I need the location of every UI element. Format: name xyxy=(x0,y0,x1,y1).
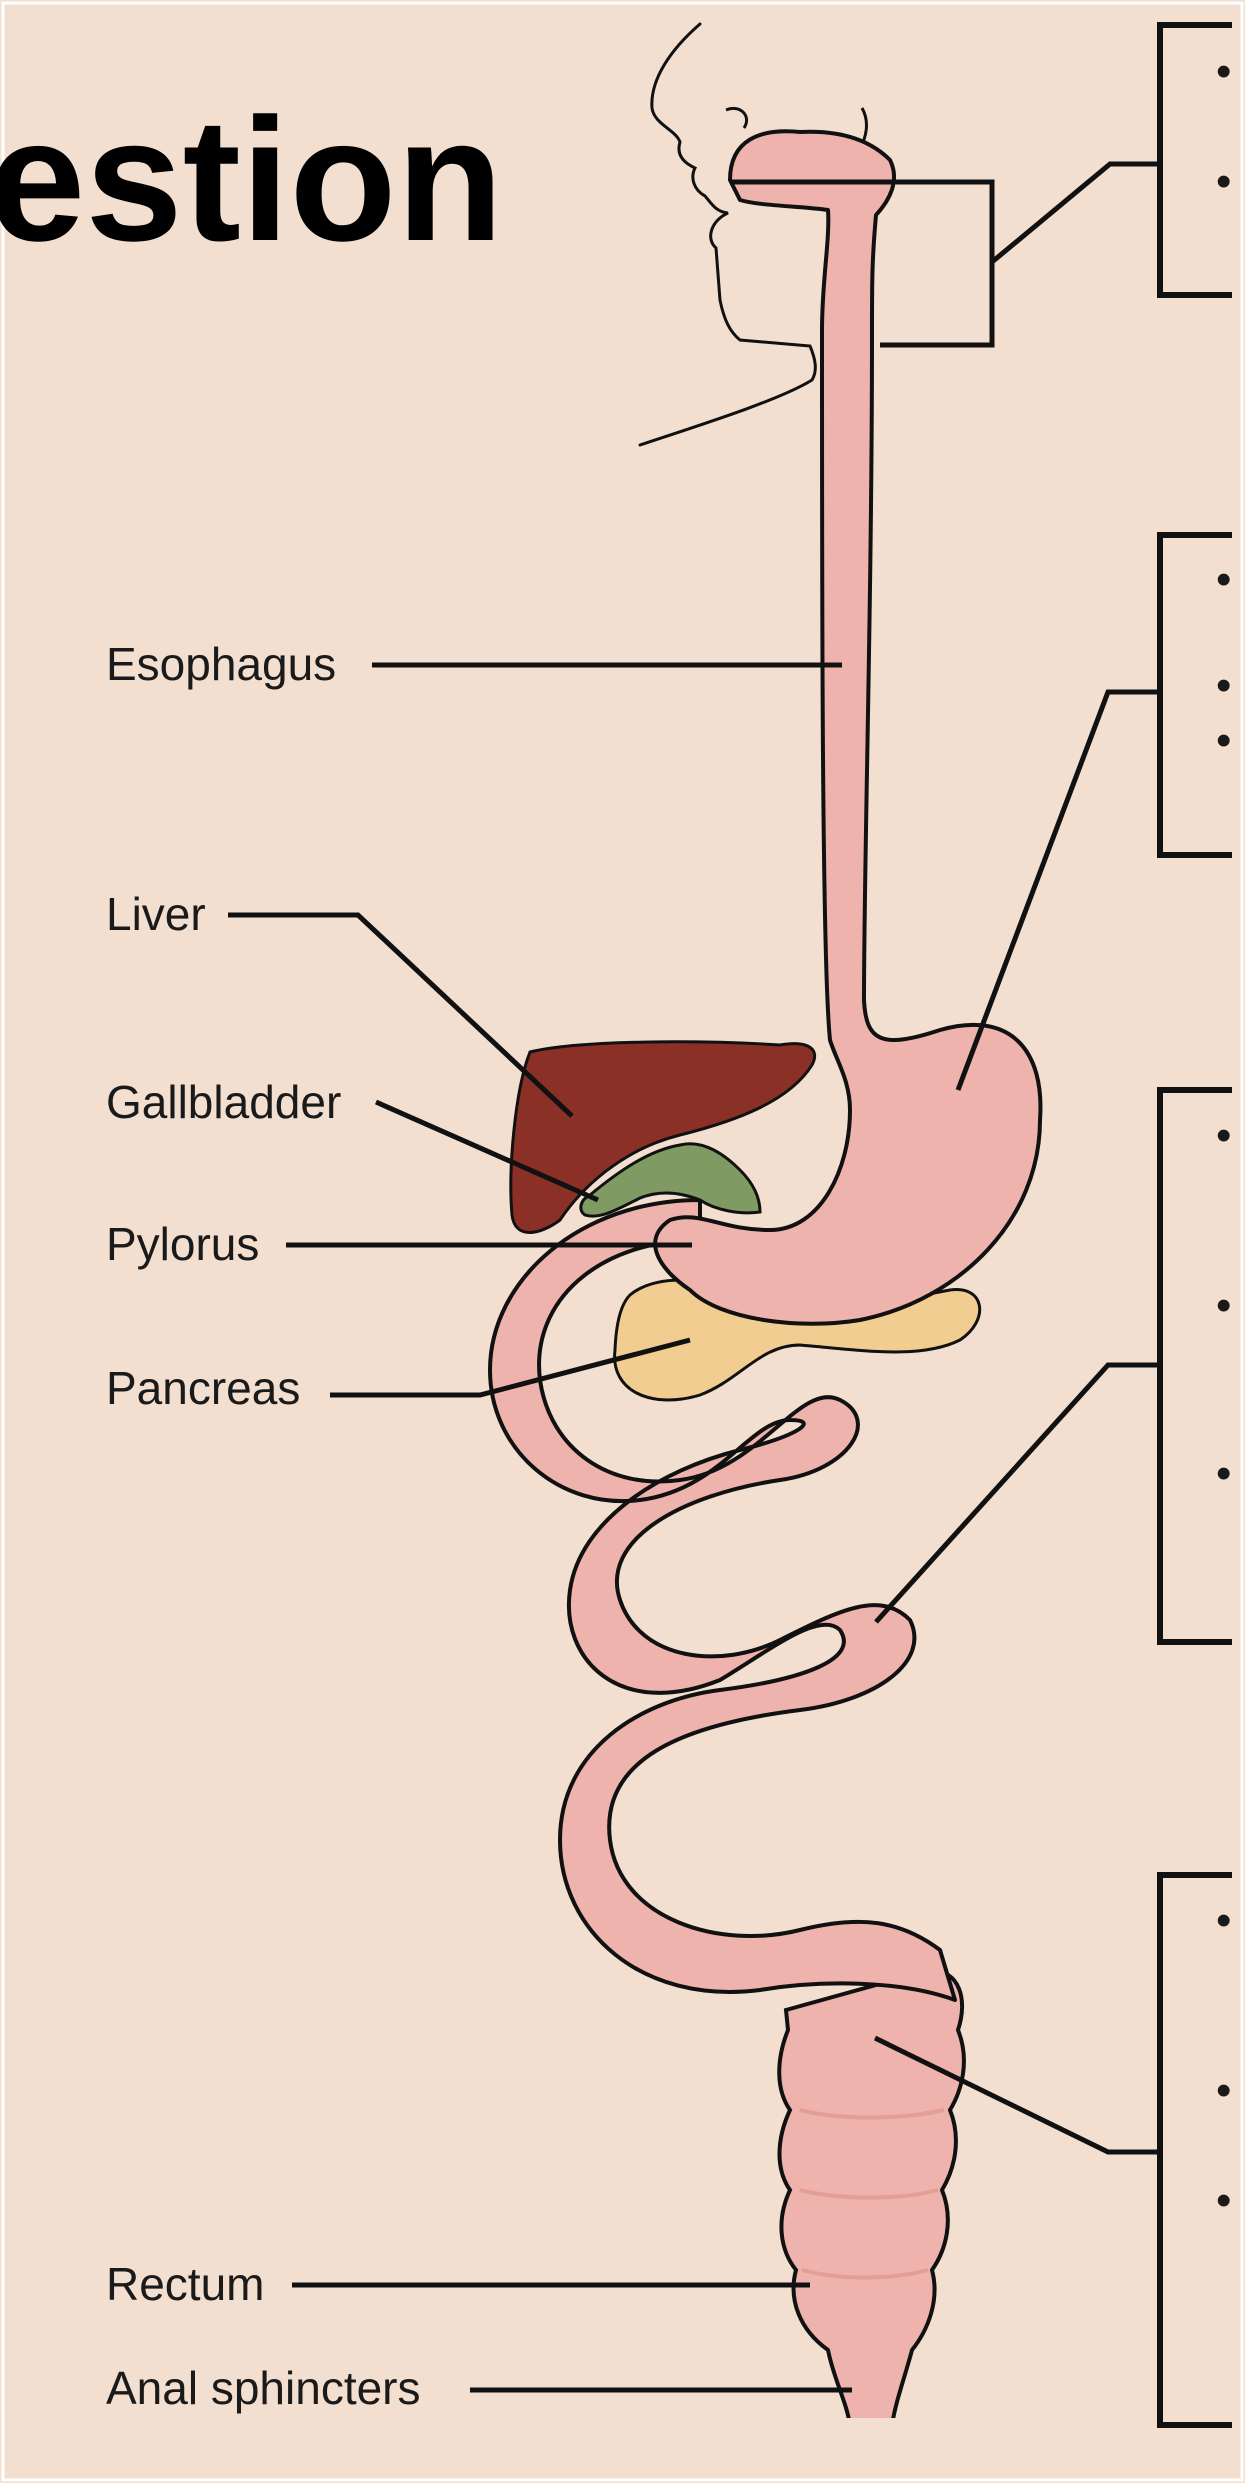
esophagus-and-stomach xyxy=(655,131,1040,1323)
bullet: • xyxy=(1216,1896,1231,1945)
label-rectum: Rectum xyxy=(106,2258,264,2310)
bullet: • xyxy=(1216,555,1231,604)
small-intestine-leader-line xyxy=(876,1365,1160,1622)
mouth-leader-line xyxy=(992,164,1160,262)
bullet: • xyxy=(1216,1449,1231,1498)
bullet: • xyxy=(1216,2176,1231,2225)
bullet: • xyxy=(1216,716,1231,765)
bullet: • xyxy=(1216,661,1231,710)
bullet: • xyxy=(1216,47,1231,96)
label-pancreas: Pancreas xyxy=(106,1362,300,1414)
bracket-large-intestine xyxy=(1160,1875,1232,2425)
label-pylorus: Pylorus xyxy=(106,1218,259,1270)
label-liver: Liver xyxy=(106,888,206,940)
bullet: • xyxy=(1216,2066,1231,2115)
nostril-line xyxy=(726,108,747,128)
slide-title: estion xyxy=(0,83,503,278)
bullet: • xyxy=(1216,1281,1231,1330)
label-gallbladder: Gallbladder xyxy=(106,1076,341,1128)
label-esophagus: Esophagus xyxy=(106,638,336,690)
bullet: • xyxy=(1216,1111,1231,1160)
bracket-small-intestine xyxy=(1160,1090,1232,1642)
bullet: • xyxy=(1216,157,1231,206)
face-outline xyxy=(640,24,815,445)
label-anal-sphincters: Anal sphincters xyxy=(106,2362,421,2414)
anus-fade xyxy=(846,2418,896,2432)
